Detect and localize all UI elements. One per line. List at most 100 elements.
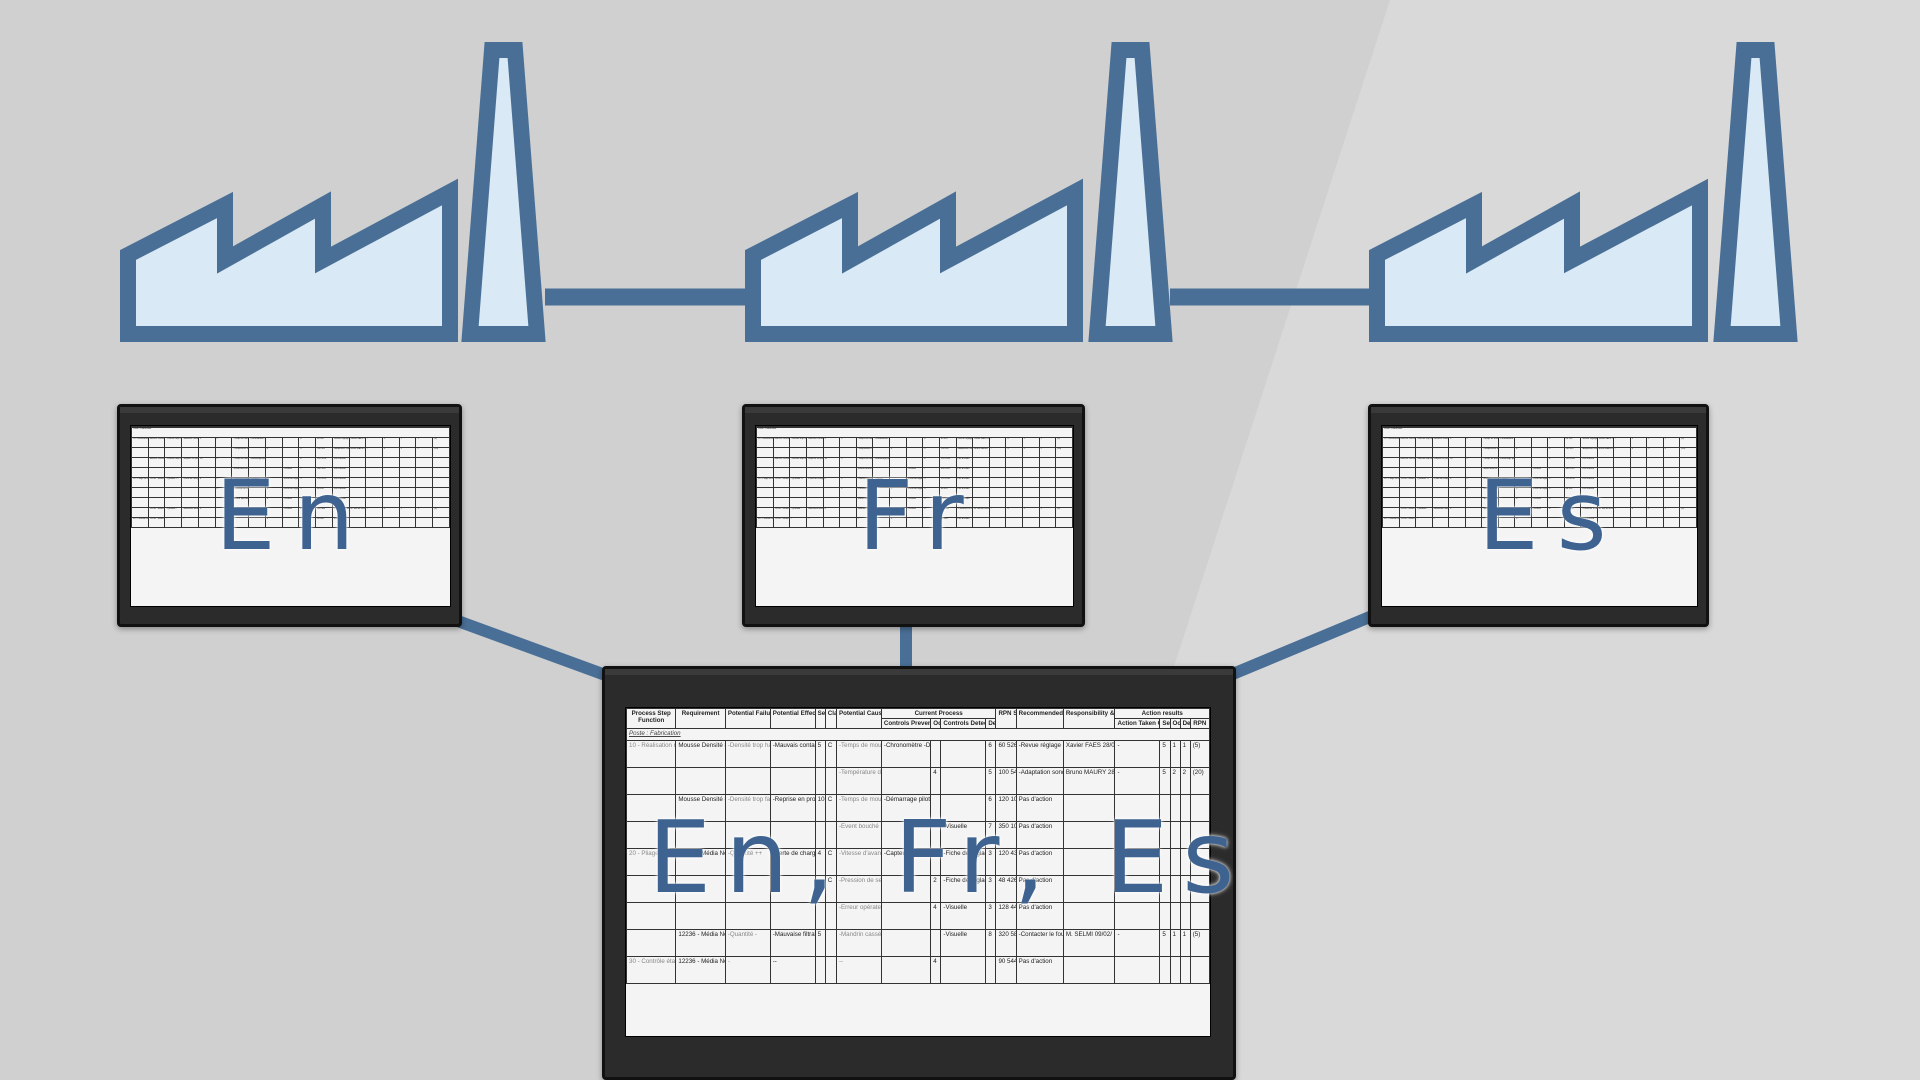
cell-d: 8	[985, 929, 997, 958]
mini-cell-ro	[1022, 477, 1040, 488]
cell-req: Mousse Densité 80 Kg/M3	[675, 740, 726, 769]
mini-cell-rs	[1005, 457, 1023, 468]
mini-cell-req: 12236 - Média Nombre de plis 45 Colle Ti…	[147, 517, 166, 528]
header-requirement: Requirement	[675, 708, 726, 730]
header-occurrence: Occurrence	[930, 718, 942, 730]
cell-resp: Xavier FAES 28/02/ Stéphane JEAN 17/03/	[1062, 740, 1116, 769]
mini-cell-fm: -Quantité ++	[1415, 477, 1433, 488]
mini-section-label: Poste : Fabrication	[756, 427, 1073, 438]
mini-cell-req	[147, 447, 166, 458]
mini-cell-o: 4	[1514, 517, 1532, 528]
mini-table-row: C-Pression de serrage faible2-Fiche de r…	[756, 487, 1073, 498]
mini-cell-rs	[1629, 487, 1648, 498]
cell-ro	[1169, 956, 1181, 985]
mini-cell-ro	[1022, 487, 1040, 498]
mini-cell-rd	[1662, 477, 1681, 488]
mini-cell-taken	[988, 457, 1007, 468]
cell-rd: 1	[1179, 929, 1191, 958]
mini-cell-step	[1382, 467, 1400, 478]
mini-cell-eff	[805, 467, 824, 478]
cell-c	[824, 956, 837, 985]
mini-cell-req: Mousse Densité 80 Kg/M3	[772, 437, 791, 448]
cell-resp: Bruno MAURY 28/02/	[1062, 767, 1116, 796]
cell-c	[824, 929, 837, 958]
factory-icon-right	[1369, 42, 1798, 342]
cell-act: Pas d'action	[1015, 848, 1064, 877]
mini-cell-rs: 5	[382, 447, 400, 458]
mini-cell-rs: 5	[1629, 437, 1648, 448]
mini-cell-req	[1398, 497, 1417, 508]
label-fr: Fr	[858, 460, 982, 572]
mini-cell-rd	[1038, 457, 1057, 468]
cell-act: -Revue réglage -Modification programme a…	[1015, 740, 1064, 769]
mini-cell-req	[1398, 447, 1417, 458]
mini-cell-act: -Adaptation sonde thermique sur bord de …	[955, 447, 974, 458]
mini-cell-s: 10	[822, 457, 841, 468]
mini-cell-step: 20 - Pliage du média	[1382, 477, 1400, 488]
mini-cell-req	[147, 467, 166, 478]
mini-cell-fm	[1415, 487, 1433, 498]
mini-cell-resp	[972, 517, 990, 528]
mini-cell-rd: 1	[1038, 507, 1057, 518]
cell-cd	[940, 794, 987, 823]
mini-cell-step	[756, 467, 774, 478]
mini-cell-rd	[1038, 467, 1057, 478]
header-causes: Potential Cause(s) of Failure	[835, 708, 882, 730]
mini-cell-step	[131, 497, 149, 508]
mini-cell-rs	[382, 517, 400, 528]
mini-cell-eff: -Mauvaise filtration	[181, 507, 199, 518]
mini-cell-req	[147, 497, 166, 508]
mini-cell-req: Mousse Densité 80	[1398, 457, 1417, 468]
mini-cell-fm: -Quantité ++	[164, 477, 183, 488]
mini-cell-rd	[415, 497, 434, 508]
mini-cell-fm	[789, 447, 807, 458]
mini-cell-rd: 2	[415, 447, 434, 458]
header-recommended-action: Recommended Action	[1015, 708, 1064, 730]
mini-cell-rs: 5	[382, 507, 400, 518]
cell-act: -Adaptation sonde thermique sur bord de …	[1015, 767, 1064, 796]
mini-section-row: Poste : Fabrication	[1382, 427, 1697, 438]
cell-rpn: 128 446	[995, 902, 1017, 931]
mini-cell-rs	[382, 477, 400, 488]
table-row: Mousse Densité 80-Densité trop faible-Re…	[626, 794, 1210, 823]
cell-req	[675, 875, 726, 904]
cell-cp	[880, 875, 932, 904]
mini-cell-rs: 5	[1005, 507, 1023, 518]
mini-cell-ro: 1	[1646, 437, 1664, 448]
mini-cell-resp: Bruno MAURY 28/02/	[1596, 447, 1615, 458]
mini-table-row: 30 - Contrôle étanchéité12236 - Média No…	[756, 517, 1073, 528]
mini-table-row: 10 - Réalisation mousseMousse Densité 80…	[756, 437, 1073, 448]
mini-table-row: 10 - Réalisation mousseMousse Densité 80…	[131, 437, 450, 448]
mini-cell-o: 4	[264, 447, 283, 458]
table-row: -Température du moule trop haute45100 54…	[626, 767, 1210, 796]
cell-req: 12236 - Média Nombre de plis 45 Colle Ti…	[675, 956, 726, 985]
cell-rpn: 90 544	[995, 956, 1017, 985]
mini-cell-s: 5	[197, 507, 216, 518]
mini-cell-c	[839, 507, 857, 518]
cell-c	[824, 767, 837, 796]
mini-cell-rd	[1038, 497, 1057, 508]
mini-cell-rd	[1662, 497, 1681, 508]
mini-cell-fm	[1415, 447, 1433, 458]
table-row: C-Pression de serrage faible2-Fiche de r…	[626, 875, 1210, 904]
cell-cause: -Temps de moussage trop court	[835, 740, 882, 769]
header-result-occurrence: Occurrence	[1169, 718, 1181, 730]
cell-rd: 2	[1179, 767, 1191, 796]
mini-cell-rr	[432, 477, 450, 488]
mini-cell-step	[131, 487, 149, 498]
mini-cell-cp: -Chronomètre -Démarrage pilote	[1497, 437, 1516, 448]
mini-cell-ro	[1022, 497, 1040, 508]
mini-cell-eff: --	[805, 517, 824, 528]
mini-cell-cause: -Température du moule trop haute	[1481, 447, 1499, 458]
mini-cell-eff: -Reprise en production -Mauvais contact	[181, 457, 199, 468]
mini-cell-s: 5	[197, 437, 216, 448]
header-result-detection: Detection	[1179, 718, 1191, 730]
mini-cell-step	[131, 447, 149, 458]
mini-cell-act: -Adaptation sonde thermique sur bord de …	[331, 447, 350, 458]
mini-cell-c	[839, 517, 857, 528]
mini-cell-eff: -Perte de charge trop forte	[181, 477, 199, 488]
mini-cell-eff: -Reprise en production -Mauvais contact	[805, 457, 824, 468]
